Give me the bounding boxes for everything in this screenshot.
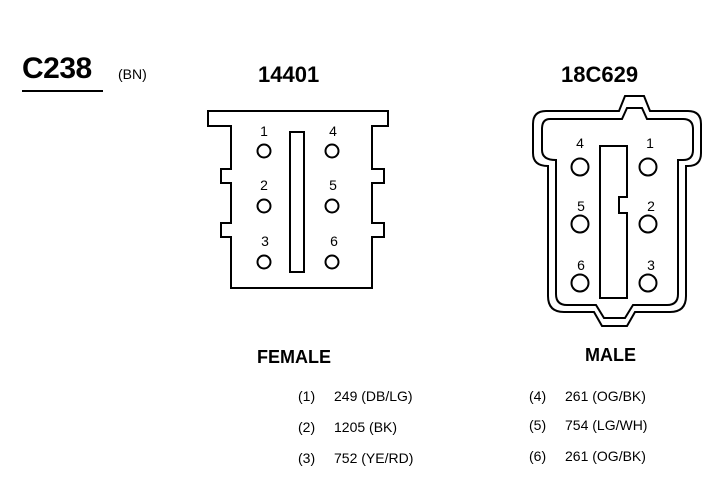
- female-pin-label: 2: [260, 177, 268, 193]
- female-pin-1-circle: [256, 143, 272, 159]
- male-gender-label: MALE: [585, 345, 636, 365]
- wire-pin: (3): [298, 450, 316, 466]
- male-pin-label: 1: [646, 135, 654, 151]
- wire-circuit: 752 (YE/RD): [334, 450, 414, 466]
- wire-circuit: 1205 (BK): [334, 419, 398, 435]
- wire-row: (6) 261 (OG/BK): [529, 447, 646, 465]
- wire-circuit: 261 (OG/BK): [565, 448, 646, 464]
- female-pin-label: 6: [330, 233, 338, 249]
- male-pin-label: 4: [576, 135, 584, 151]
- female-connector-body: [207, 110, 389, 289]
- connector-color-code: (BN): [118, 66, 147, 82]
- wire-row: (5) 754 (LG/WH): [529, 416, 647, 434]
- female-key-slot: [289, 131, 305, 273]
- female-pin-label: 4: [329, 123, 337, 139]
- male-pin-5-circle: [570, 214, 590, 234]
- connector-id: C238: [22, 52, 92, 85]
- male-pin-label: 6: [577, 257, 585, 273]
- female-pin-5-circle: [324, 198, 340, 214]
- male-connector-shell: [532, 95, 702, 327]
- female-pin-6-circle: [324, 254, 340, 270]
- female-pin-4-circle: [324, 143, 340, 159]
- wire-row: (4) 261 (OG/BK): [529, 387, 646, 405]
- female-pin-3-circle: [256, 254, 272, 270]
- wire-circuit: 754 (LG/WH): [565, 417, 648, 433]
- wire-pin: (2): [298, 419, 316, 435]
- connector-id-underline: [22, 90, 103, 92]
- female-gender-label: FEMALE: [257, 347, 331, 367]
- male-pin-label: 5: [577, 198, 585, 214]
- male-pin-1-circle: [638, 157, 658, 177]
- male-pin-3-circle: [638, 273, 658, 293]
- female-pin-label: 5: [329, 177, 337, 193]
- wire-circuit: 249 (DB/LG): [334, 388, 413, 404]
- male-pin-6-circle: [570, 273, 590, 293]
- wire-pin: (4): [529, 388, 547, 404]
- male-pin-2-circle: [638, 214, 658, 234]
- wire-pin: (1): [298, 388, 316, 404]
- left-part-number: 14401: [258, 62, 320, 87]
- wire-pin: (5): [529, 417, 547, 433]
- right-part-number: 18C629: [561, 62, 639, 87]
- female-pin-label: 1: [260, 123, 268, 139]
- female-pin-label: 3: [261, 233, 269, 249]
- male-pin-label: 3: [647, 257, 655, 273]
- male-key: [599, 145, 628, 299]
- male-connector-inner-wall: [541, 107, 694, 319]
- male-pin-label: 2: [647, 198, 655, 214]
- wire-row: (2) 1205 (BK): [298, 418, 397, 436]
- female-pin-2-circle: [256, 198, 272, 214]
- wire-row: (3) 752 (YE/RD): [298, 449, 413, 467]
- male-pin-4-circle: [570, 157, 590, 177]
- wire-circuit: 261 (OG/BK): [565, 388, 646, 404]
- wire-pin: (6): [529, 448, 547, 464]
- wire-row: (1) 249 (DB/LG): [298, 387, 413, 405]
